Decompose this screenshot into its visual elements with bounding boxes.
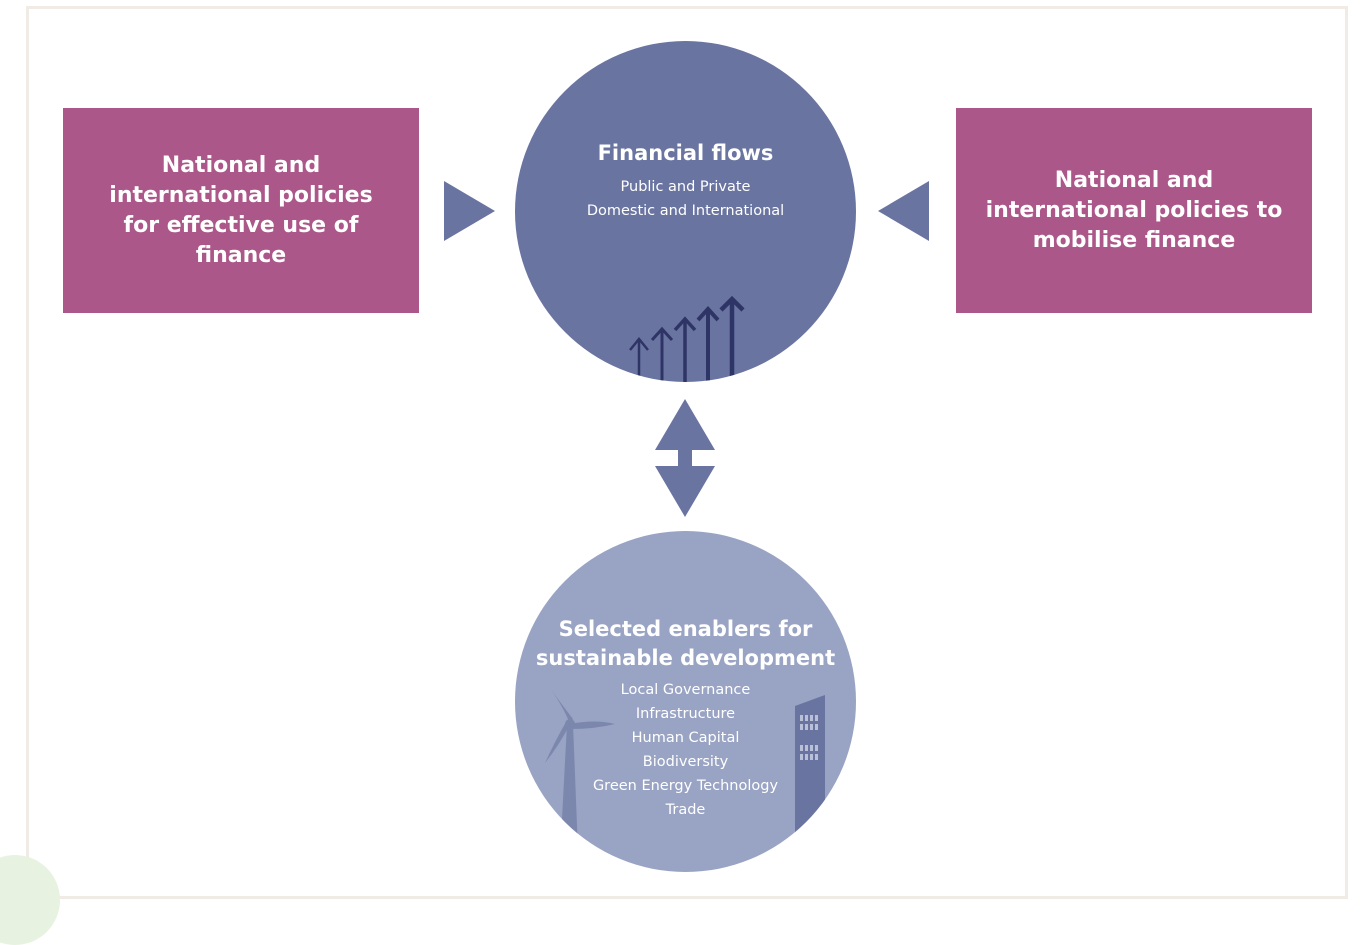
enabler-item: Human Capital [631,730,740,746]
policy-box-mobilise-finance: National and international policies to m… [956,108,1312,313]
enabler-item: Green Energy Technology [592,778,779,794]
enabler-item: Biodiversity [642,754,729,770]
financial-flows-details: Public and Private Domestic and Internat… [515,175,856,223]
policy-box-effective-use-text: National and international policies for … [109,152,373,268]
enabler-item: Infrastructure [635,706,736,722]
double-headed-vertical-arrow [655,399,715,517]
enablers-title: Selected enablers for sustainable develo… [535,617,836,670]
enabler-item: Trade [665,802,706,818]
policy-box-effective-use: National and international policies for … [63,108,419,313]
connector-arrows [444,181,929,517]
enabler-item: Local Governance [620,682,751,698]
right-pointing-arrow [444,181,495,241]
financial-flows-line: Public and Private [620,179,751,195]
financial-flows-title: Financial flows [597,141,774,165]
diagram-frame [26,6,1348,899]
rising-arrows-icon [629,295,745,382]
financial-flows-line: Domestic and International [586,203,785,219]
financial-flows-circle: Financial flows Public and Private Domes… [515,41,856,382]
enablers-list: Local Governance Infrastructure Human Ca… [515,678,856,822]
policy-box-mobilise-finance-text: National and international policies to m… [985,167,1283,253]
enablers-illustration [545,685,825,872]
left-pointing-arrow [878,181,929,241]
building-icon [795,695,825,872]
enablers-circle: Selected enablers for sustainable develo… [515,531,856,872]
wind-turbine-icon [545,685,615,872]
